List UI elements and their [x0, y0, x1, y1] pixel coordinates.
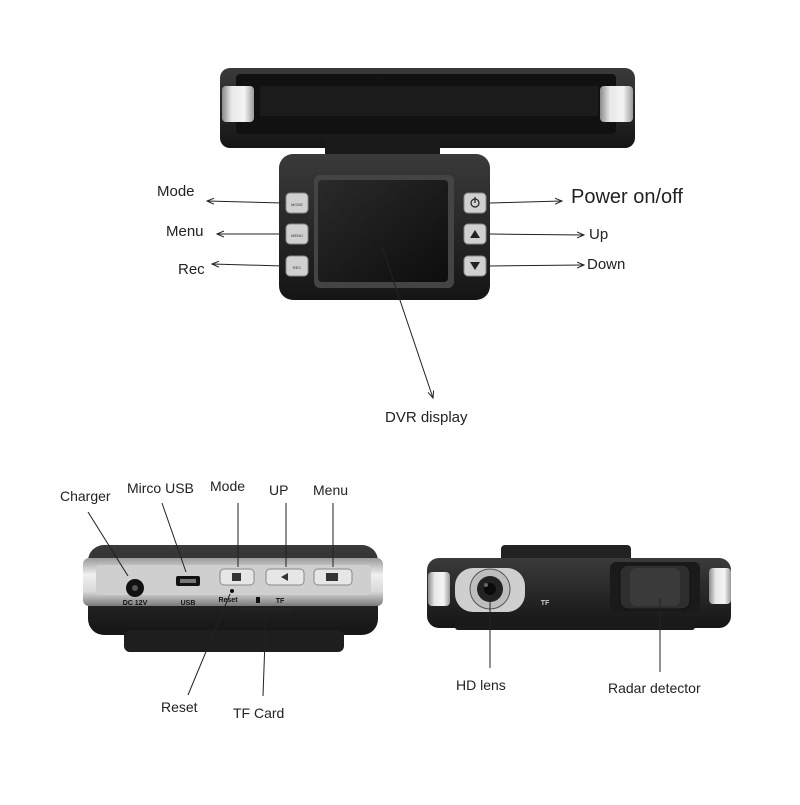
left-silver-band — [222, 86, 254, 122]
radar-detector — [610, 562, 700, 612]
label-menu: Menu — [166, 223, 204, 240]
reset-hole-icon — [230, 589, 234, 593]
label-tf-card: TF Card — [233, 705, 285, 721]
dvr-screen — [318, 180, 448, 282]
label-reset: Reset — [161, 699, 198, 715]
label-dvr-display: DVR display — [385, 409, 468, 426]
label-side-mode: Mode — [210, 478, 246, 494]
svg-text:REC: REC — [293, 265, 302, 270]
label-mode: Mode — [157, 183, 195, 200]
rec-button[interactable]: REC — [285, 255, 309, 277]
down-button[interactable] — [463, 255, 487, 277]
label-down: Down — [587, 256, 626, 273]
radar-unit-stripe — [260, 86, 598, 116]
power-button[interactable] — [463, 192, 487, 214]
down-arrow-icon — [470, 262, 480, 270]
hinge — [325, 138, 440, 158]
side-device: DC 12V USB Reset TF — [83, 545, 383, 652]
label-micro-usb: Mirco USB — [127, 480, 194, 496]
front-device: TF — [427, 545, 731, 630]
svg-text:Reset: Reset — [218, 597, 238, 604]
side-menu-button[interactable] — [313, 568, 353, 586]
top-leader-lines — [207, 201, 584, 398]
label-side-menu: Menu — [313, 482, 349, 498]
label-rec: Rec — [178, 261, 205, 278]
front-base — [455, 620, 695, 630]
hd-lens — [455, 568, 525, 612]
svg-text:MODE: MODE — [291, 202, 303, 207]
up-arrow-icon — [470, 230, 480, 238]
side-leader-lines — [87, 502, 334, 697]
front-left-band — [428, 572, 450, 606]
label-radar-detector: Radar detector — [608, 680, 701, 696]
label-up: Up — [589, 226, 609, 243]
svg-text:TF: TF — [541, 600, 550, 607]
menu-button[interactable]: MENU — [285, 223, 309, 245]
svg-text:USB: USB — [181, 600, 196, 607]
svg-text:TF: TF — [276, 598, 285, 605]
svg-text:MENU: MENU — [291, 233, 303, 238]
label-power: Power on/off — [571, 186, 683, 208]
label-hd-lens: HD lens — [456, 677, 506, 693]
label-side-up: UP — [269, 482, 289, 498]
side-mode-button[interactable] — [219, 568, 255, 586]
top-device: MODE MENU REC — [220, 68, 635, 300]
up-button[interactable] — [463, 223, 487, 245]
svg-text:DC 12V: DC 12V — [123, 600, 148, 607]
sd-icon — [256, 597, 260, 603]
front-right-band — [709, 568, 731, 604]
label-charger: Charger — [60, 488, 111, 504]
side-up-button[interactable] — [265, 568, 305, 586]
mode-button[interactable]: MODE — [285, 192, 309, 214]
tf-card-slot — [240, 608, 292, 612]
right-silver-band — [600, 86, 633, 122]
side-mount — [124, 630, 344, 652]
front-leader-lines — [489, 598, 661, 672]
